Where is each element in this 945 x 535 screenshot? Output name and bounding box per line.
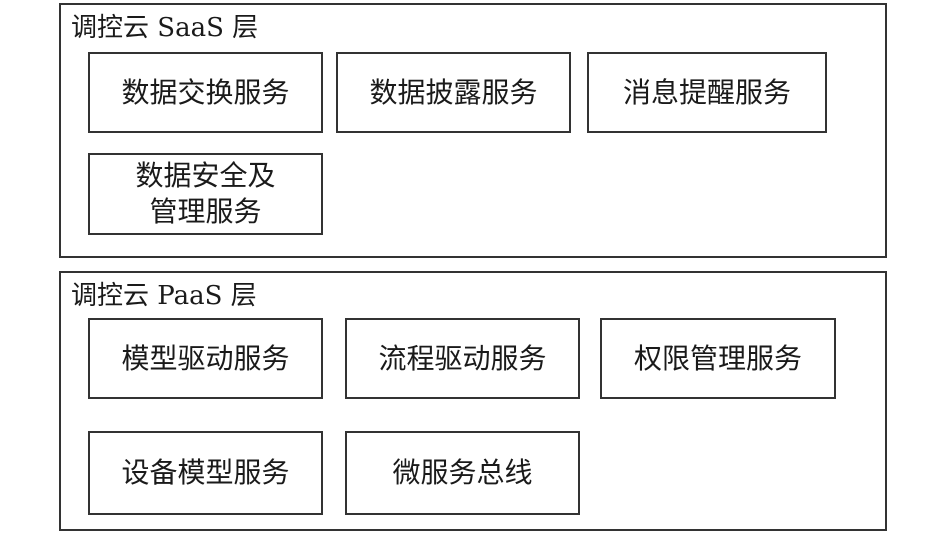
device-model-service: 设备模型服务 [88, 431, 323, 515]
microservice-bus: 微服务总线 [345, 431, 580, 515]
paas-layer-title: 调控云 PaaS 层 [71, 281, 257, 311]
permission-management-service: 权限管理服务 [600, 318, 836, 399]
data-security-management-service: 数据安全及 管理服务 [88, 153, 323, 235]
data-disclosure-service: 数据披露服务 [336, 52, 571, 133]
message-reminder-service: 消息提醒服务 [587, 52, 827, 133]
process-driven-service: 流程驱动服务 [345, 318, 580, 399]
data-exchange-service: 数据交换服务 [88, 52, 323, 133]
model-driven-service: 模型驱动服务 [88, 318, 323, 399]
paas-layer: 调控云 PaaS 层 模型驱动服务 流程驱动服务 权限管理服务 设备模型服务 微… [59, 271, 887, 531]
saas-layer: 调控云 SaaS 层 数据交换服务 数据披露服务 消息提醒服务 数据安全及 管理… [59, 3, 887, 258]
saas-layer-title: 调控云 SaaS 层 [71, 13, 259, 43]
